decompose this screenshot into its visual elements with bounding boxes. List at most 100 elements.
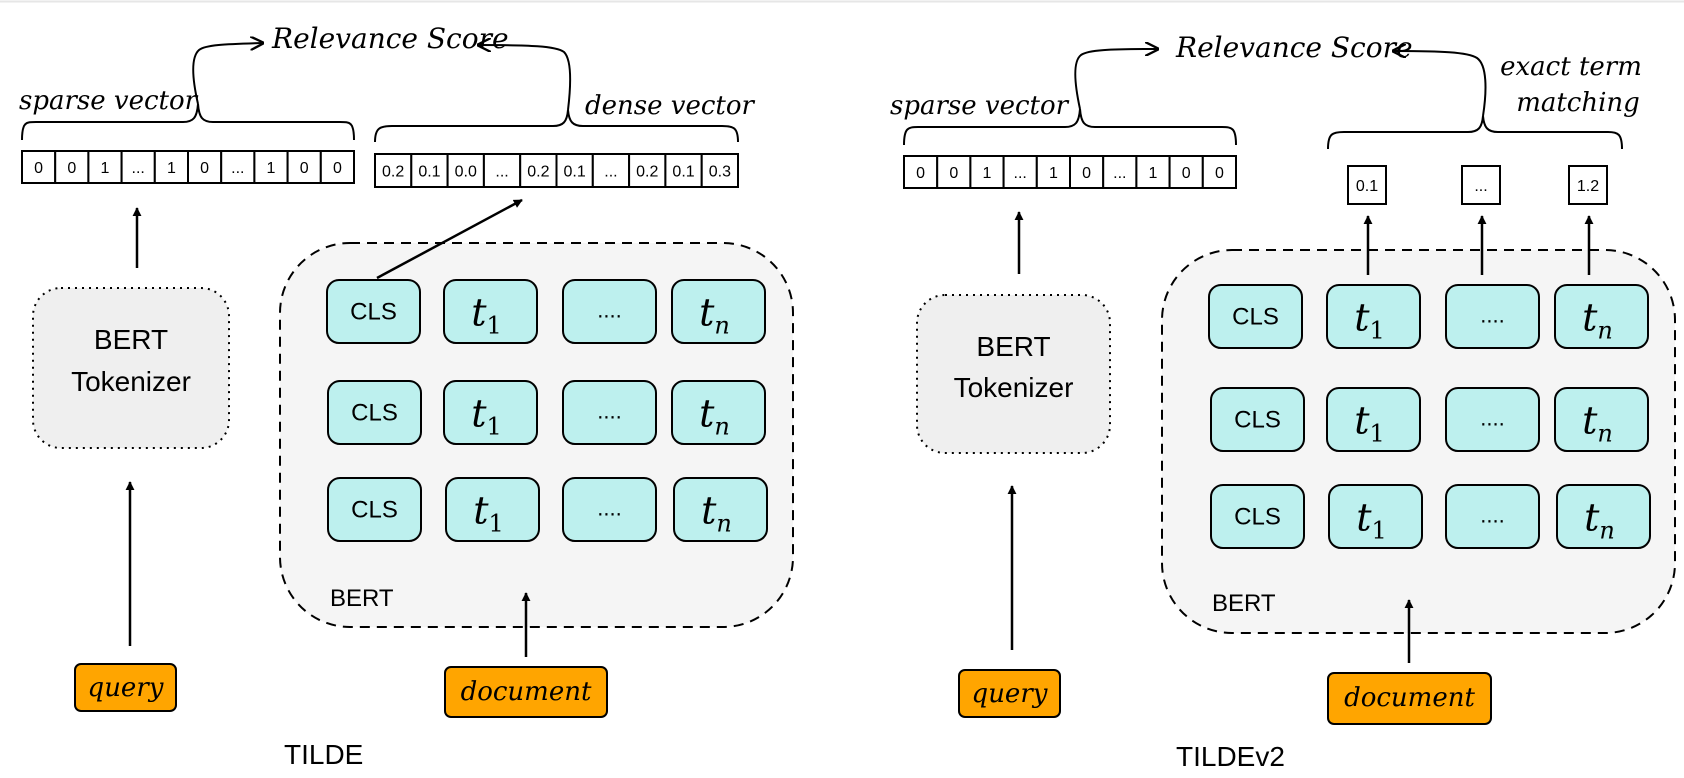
token-box [1445, 284, 1540, 349]
cls-token-label: CLS [1232, 304, 1279, 331]
sparse-vector-cell-value: ... [1014, 165, 1027, 182]
token-box [1328, 484, 1423, 549]
token-box [445, 477, 540, 542]
tokenizer-line2: Tokenizer [71, 366, 191, 397]
token-cell: t1 [1326, 284, 1421, 349]
token-cell: t1 [1328, 484, 1423, 549]
sparse-vector-cell-value: 0 [1082, 165, 1091, 182]
document-label: document [1344, 683, 1475, 713]
token-cell: tn [671, 380, 766, 445]
dense-vector-cell-value: ... [604, 163, 617, 180]
sparse-vector-cell [87, 150, 123, 184]
sparse-vector-cell [1168, 155, 1204, 189]
sparse-to-score-curve [192, 43, 263, 105]
relevance-score-label: Relevance Score [1175, 31, 1413, 64]
bert-tokenizer [32, 287, 230, 449]
token-box [1210, 387, 1305, 452]
ellipsis-token-label: .... [1480, 406, 1504, 431]
sparse-vector-cell [936, 155, 972, 189]
dense-vector-cell [374, 153, 413, 188]
caption-tildev2: TILDEv2 [1176, 741, 1285, 772]
cls-to-dense-arrow [376, 198, 523, 280]
token-cell: .... [562, 279, 657, 344]
token-box [326, 279, 421, 344]
token-box [562, 279, 657, 344]
token-symbol: t1 [471, 291, 502, 340]
term-score-box [1568, 165, 1608, 205]
sparse-vector-cell [319, 150, 355, 184]
sparse-vector-cell-value: 0 [300, 160, 309, 177]
ellipsis-token-label: .... [597, 496, 621, 521]
document-input-box [1327, 672, 1492, 725]
tokenizer-line1: BERT [94, 324, 168, 355]
exact-match-brace [1327, 115, 1623, 150]
bert-label: BERT [1212, 590, 1276, 617]
token-cell: t1 [443, 279, 538, 344]
query-label: query [972, 679, 1048, 709]
tokenizer-line1: BERT [976, 331, 1050, 362]
dense-vector-cell [591, 153, 631, 188]
term-score-value: ... [1474, 178, 1487, 195]
exact-term-label-line2: matching [1516, 88, 1640, 118]
tokenizer-line2: Tokenizer [954, 372, 1074, 403]
cls-token-label: CLS [351, 497, 398, 524]
sparse-vector-cell-value: ... [231, 160, 244, 177]
sparse-vector-cell-value: 0 [1215, 165, 1224, 182]
token-cell: .... [1445, 284, 1540, 349]
dense-vector-cell [628, 153, 667, 188]
token-box [1326, 284, 1421, 349]
token-cell: .... [1445, 387, 1540, 452]
token-box [1445, 484, 1540, 549]
caption-tilde: TILDE [284, 739, 363, 770]
query-input-box [74, 663, 177, 712]
term-score-value: 0.1 [1356, 178, 1378, 195]
token-cell: .... [562, 477, 657, 542]
token-box [443, 279, 538, 344]
cls-token-label: CLS [1234, 504, 1281, 531]
token-cell: CLS [327, 477, 422, 542]
dense-vector-cell-value: 0.1 [418, 163, 440, 180]
token-box [443, 380, 538, 445]
ellipsis-token-label: .... [1480, 303, 1504, 328]
term-score-boxes: 0.1...1.2 [1347, 165, 1608, 275]
dense-vector-cell-value: 0.2 [382, 163, 404, 180]
dense-to-score-curve [478, 45, 572, 111]
sparse-vector-cell-value: 1 [101, 160, 110, 177]
sparse-vector-label: sparse vector [19, 86, 199, 116]
sparse-vector-cell [21, 150, 57, 184]
token-box [1556, 484, 1651, 549]
token-cell: CLS [326, 279, 421, 344]
cls-token-label: CLS [1234, 407, 1281, 434]
dense-vector-cell-value: 0.0 [455, 163, 477, 180]
dense-vector-cell-value: 0.2 [636, 163, 658, 180]
token-cell: .... [562, 380, 657, 445]
sparse-vector-cell-value: ... [132, 160, 145, 177]
ellipsis-token-label: .... [1480, 503, 1504, 528]
sparse-vector-cell [903, 155, 939, 189]
sparse-to-score-curve [1074, 49, 1158, 110]
document-input-box [444, 666, 608, 718]
ellipsis-token-label: .... [597, 399, 621, 424]
sparse-vector-cell-value: 0 [67, 160, 76, 177]
token-box [1208, 284, 1303, 349]
sparse-vector-cell-value: ... [1113, 165, 1126, 182]
bert-tokenizer [916, 294, 1111, 454]
sparse-vector-cell-value: 1 [1049, 165, 1058, 182]
token-box [1554, 387, 1649, 452]
token-box [1554, 284, 1649, 349]
dense-vector-cell-value: 0.3 [709, 163, 731, 180]
sparse-vector-cell-value: 1 [983, 165, 992, 182]
query-label: query [88, 673, 164, 703]
token-cell: tn [673, 477, 768, 542]
token-cell: tn [1554, 387, 1649, 452]
dense-vector-cell-value: ... [495, 163, 508, 180]
token-cell: CLS [1210, 387, 1305, 452]
query-input-box [958, 669, 1061, 718]
token-box [1445, 387, 1540, 452]
dense-vector-cell-value: 0.1 [672, 163, 694, 180]
token-cell: .... [1445, 484, 1540, 549]
